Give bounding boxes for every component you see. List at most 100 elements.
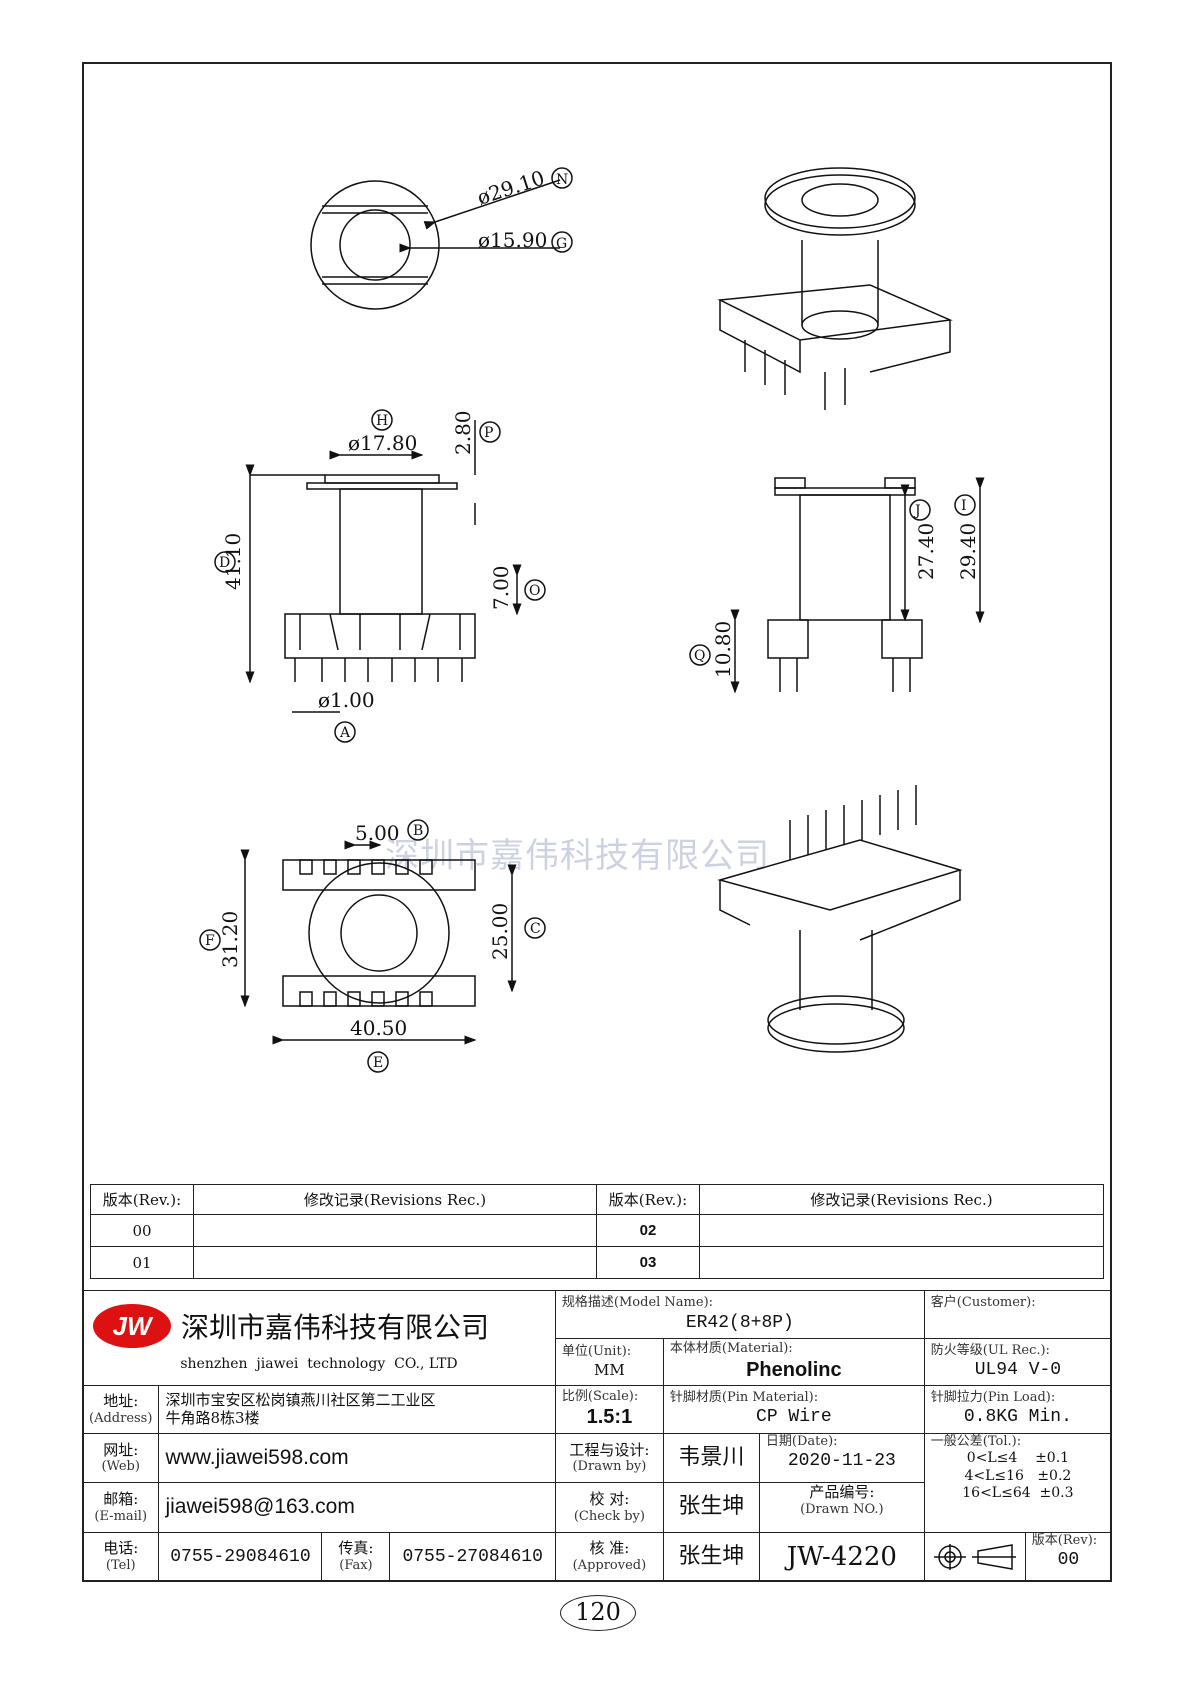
tag-e: E [373, 1055, 383, 1071]
tel-label: 电话: [103, 1539, 139, 1558]
drawn-label-en: (Drawn by) [572, 1459, 647, 1475]
address-label-cell: 地址: (Address) [81, 1384, 160, 1434]
pin-material-label: 针脚材质(Pin Material): [669, 1389, 819, 1405]
drawn-label: 工程与设计: [569, 1440, 650, 1459]
check-label: 校 对: [589, 1489, 630, 1508]
web-label-en: (Web) [101, 1459, 140, 1475]
check-part-cell: 张生坤 产品编号: (Drawn NO.) [662, 1482, 925, 1533]
drawn-name: 韦景川 [664, 1433, 760, 1483]
dim-height: 41.10 [221, 533, 245, 590]
drawn-date-cell: 韦景川 日期(Date): 2020-11-23 [662, 1432, 925, 1484]
watermark: 深圳市嘉伟科技有限公司 [385, 836, 770, 876]
model-cell: 规格描述(Model Name): ER42(8+8P) [554, 1289, 925, 1340]
rev-row-1-left: 01 [90, 1246, 194, 1279]
unit-cell: 单位(Unit): MM [554, 1338, 664, 1386]
dim-depth: 31.20 [218, 911, 242, 968]
check-label-en: (Check by) [573, 1508, 645, 1524]
email-label-cell: 邮箱: (E-mail) [81, 1482, 160, 1533]
part-number: JW-4220 [786, 1541, 897, 1572]
approved-label-cell: 核 准: (Approved) [554, 1531, 664, 1583]
bottom-view [199, 819, 546, 1073]
jw-logo: JW [93, 1303, 171, 1348]
rec-header-right: 修改记录(Revisions Rec.) [699, 1184, 1104, 1215]
tag-o: O [529, 583, 540, 599]
fax-cell: 0755-27084610 [389, 1531, 556, 1583]
tel-cell: 0755-29084610 [158, 1531, 323, 1583]
pin-load-value: 0.8KG Min. [963, 1407, 1072, 1428]
customer-cell: 客户(Customer): [923, 1289, 1113, 1340]
title-block: JW 深圳市嘉伟科技有限公司 shenzhen jiawei technolog… [81, 1289, 1113, 1583]
dim-pin-h: 10.80 [711, 621, 735, 678]
fax-label-en: (Fax) [339, 1558, 373, 1574]
dim-dia-outer: ø29.10 [474, 166, 547, 210]
unit-value: MM [594, 1360, 625, 1379]
fax-value: 0755-27084610 [402, 1546, 543, 1567]
tag-g: G [556, 236, 567, 252]
projection-rev-cell: 版本(Rev): 00 [923, 1531, 1113, 1583]
rec-header-left: 修改记录(Revisions Rec.) [193, 1184, 597, 1215]
address-cell: 深圳市宝安区松岗镇燕川社区第二工业区 牛角路8栋3楼 [158, 1384, 556, 1434]
front-pins [294, 658, 463, 682]
tel-label-en: (Tel) [105, 1558, 136, 1574]
tag-d: D [219, 555, 230, 571]
email-cell: jiawei598@163.com [158, 1482, 556, 1533]
rev-value: 00 [1057, 1549, 1080, 1570]
tag-q: Q [694, 648, 705, 664]
rec-row-0-left [193, 1214, 597, 1247]
email-label: 邮箱: [103, 1489, 139, 1508]
tag-a: A [339, 725, 351, 741]
model-value: ER42(8+8P) [685, 1312, 794, 1333]
web-label: 网址: [103, 1440, 139, 1459]
tolerance-label: 一般公差(Tol.): [930, 1433, 1022, 1449]
scale-cell: 比例(Scale): 1.5:1 [554, 1384, 664, 1434]
tolerance-line-2: 16<L≤64 ±0.3 [962, 1485, 1074, 1502]
page-number: 120 [560, 1595, 636, 1631]
email-label-en: (E-mail) [94, 1508, 148, 1524]
tag-j: J [913, 503, 921, 519]
tag-h: H [376, 413, 388, 429]
date-value: 2020-11-23 [787, 1451, 896, 1472]
customer-label: 客户(Customer): [930, 1295, 1036, 1310]
tag-c: C [530, 921, 541, 937]
web-value[interactable]: www.jiawei598.com [165, 1446, 349, 1470]
dim-h-inner: 27.40 [914, 523, 938, 580]
dim-width: 40.50 [350, 1016, 407, 1040]
tolerance-line-0: 0<L≤4 ±0.1 [966, 1450, 1070, 1467]
rev-row-0-right: 02 [596, 1214, 700, 1247]
part-label-en: (Drawn NO.) [800, 1502, 884, 1518]
dim-base: 7.00 [489, 565, 513, 610]
rev-header-right: 版本(Rev.): [596, 1184, 700, 1215]
revision-table: 版本(Rev.): 修改记录(Revisions Rec.) 版本(Rev.):… [90, 1184, 1104, 1279]
address-label-en: (Address) [89, 1410, 153, 1426]
tag-f: F [205, 933, 215, 949]
tag-p: P [484, 425, 493, 441]
company-name-en: shenzhen jiawei technology CO., LTD [180, 1355, 458, 1372]
front-view [214, 409, 546, 743]
dim-pitch: 5.00 [355, 821, 400, 845]
ul-label: 防火等级(UL Rec.): [930, 1342, 1050, 1358]
approved-part-cell: 张生坤 JW-4220 [662, 1531, 925, 1583]
address-label: 地址: [103, 1391, 139, 1410]
model-label: 规格描述(Model Name): [561, 1295, 714, 1311]
material-label: 本体材质(Material): [669, 1341, 793, 1357]
ul-value: UL94 V-0 [974, 1359, 1062, 1380]
material-cell: 本体材质(Material): Phenolinc [662, 1338, 925, 1386]
dim-h-outer: 29.40 [956, 523, 980, 580]
technical-drawing: ø29.10 ø15.90 N G ø17.80 H 2.80 P 41.10 … [199, 166, 985, 1073]
check-name: 张生坤 [664, 1483, 760, 1532]
email-value[interactable]: jiawei598@163.com [165, 1495, 355, 1519]
approved-label: 核 准: [589, 1539, 630, 1558]
company-name-cn: 深圳市嘉伟科技有限公司 [181, 1310, 490, 1344]
rec-row-1-left [193, 1246, 597, 1279]
web-cell: www.jiawei598.com [158, 1432, 556, 1484]
drawn-label-cell: 工程与设计: (Drawn by) [554, 1432, 664, 1484]
approved-label-en: (Approved) [572, 1558, 647, 1574]
rev-row-0-left: 00 [90, 1214, 194, 1247]
fax-label-cell: 传真: (Fax) [321, 1531, 391, 1583]
fax-label: 传真: [338, 1539, 374, 1558]
rev-row-1-right: 03 [596, 1246, 700, 1279]
scale-label: 比例(Scale): [561, 1388, 639, 1404]
approved-name: 张生坤 [664, 1532, 760, 1581]
check-label-cell: 校 对: (Check by) [554, 1482, 664, 1533]
web-label-cell: 网址: (Web) [81, 1432, 160, 1484]
